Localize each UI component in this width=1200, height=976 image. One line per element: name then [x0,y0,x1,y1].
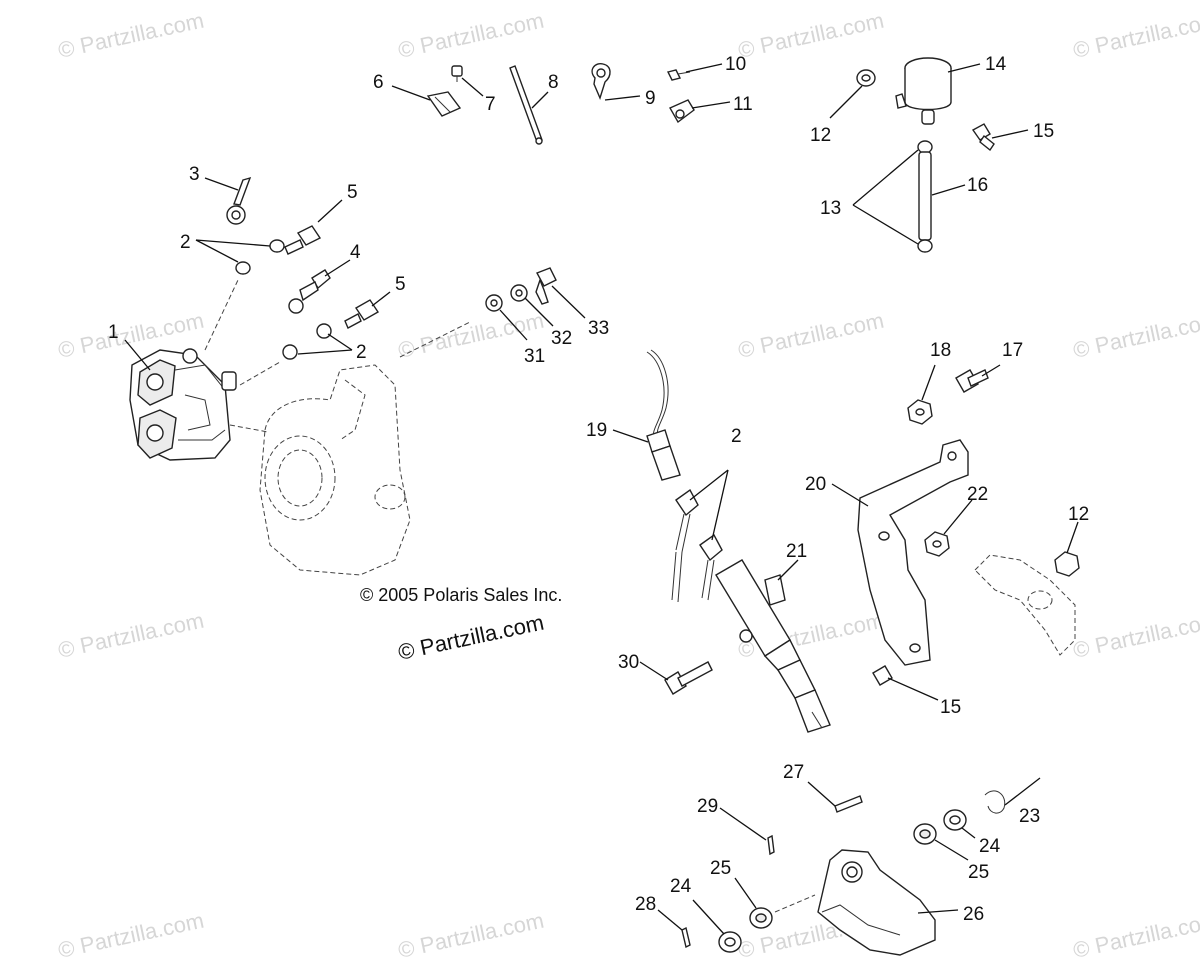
master-cylinder-21 [715,559,831,733]
callout-2: 2 [356,342,367,363]
bolt-5-top [284,225,322,255]
callout-17: 17 [1002,340,1023,361]
callout-30: 30 [618,652,639,673]
cotter-29 [767,834,775,856]
callout-15: 15 [1033,121,1054,142]
callout-5: 5 [395,274,406,295]
callout-28: 28 [635,894,656,915]
callout-25: 25 [710,858,731,879]
callout-12: 12 [810,125,831,146]
pedal-ghost-right [974,554,1076,656]
callout-3: 3 [189,164,200,185]
washers-2-mid [282,323,332,360]
callout-31: 31 [524,346,545,367]
callout-18: 18 [930,340,951,361]
watermark-text: © Partzilla.com [396,908,546,963]
nut-18 [907,399,933,425]
callout-7: 7 [485,94,496,115]
callout-19: 19 [586,420,607,441]
part-8-pin [509,65,543,145]
callout-10: 10 [725,54,746,75]
watermark-text: © Partzilla.com [736,8,886,63]
callout-29: 29 [697,796,718,817]
nut-12-top [856,69,876,87]
callout-2: 2 [180,232,191,253]
clip-23 [984,790,1006,814]
callout-23: 23 [1019,806,1040,827]
bushing-25-right [913,823,937,845]
callout-26: 26 [963,904,984,925]
callout-5: 5 [347,182,358,203]
bolt-15-bottom [872,665,893,686]
washer-24-right [943,809,967,831]
callout-6: 6 [373,72,384,93]
brake-pedal-26 [817,849,936,956]
callout-9: 9 [645,88,656,109]
bolt-17 [955,369,989,393]
callout-4: 4 [350,242,361,263]
nut-12-right [1054,551,1080,577]
callout-24: 24 [979,836,1001,857]
copyright-text: © 2005 Polaris Sales Inc. [360,585,562,605]
cotter-28 [681,926,691,949]
bushing-25-left [749,907,773,929]
callout-22: 22 [967,484,988,505]
callout-27: 27 [783,762,804,783]
watermark-text: © Partzilla.com [736,308,886,363]
reservoir-14 [895,57,952,125]
callout-33: 33 [588,318,609,339]
bracket-20 [857,439,969,666]
callout-32: 32 [551,328,572,349]
washers-31-32-bolt-33 [485,267,557,312]
callout-20: 20 [805,474,826,495]
nut-22 [924,531,950,557]
watermark-text: © Partzilla.com [1071,308,1200,363]
watermark-text: © Partzilla.com [396,8,546,63]
watermark-text: © Partzilla.com [1071,908,1200,963]
watermark-text: © Partzilla.com [1071,8,1200,63]
callout-15: 15 [940,697,961,718]
callout-2: 2 [731,426,742,447]
callout-21: 21 [786,541,807,562]
assembly-line [774,894,816,913]
banjo-bolt-3 [226,176,252,225]
bolt-30 [664,661,713,695]
pin-27 [834,795,863,813]
part-6 [426,91,462,117]
watermark-text: © Partzilla.com [56,608,206,663]
part-9-clip [591,63,611,101]
watermark-text: © Partzilla.com [56,8,206,63]
callout-8: 8 [548,72,559,93]
callout-25: 25 [968,862,989,883]
part-10 [666,69,691,81]
hose-19 [646,349,681,481]
watermark-text-bold: © Partzilla.com [396,610,546,665]
brake-caliper [129,348,237,461]
watermark-text: © Partzilla.com [56,908,206,963]
bolt-15-top [971,123,995,152]
hose-16-clamps-13 [917,140,933,253]
callout-16: 16 [967,175,988,196]
callout-numbers: 1 2 2 2 3 4 5 5 6 7 8 9 10 11 12 12 13 1… [108,54,1089,925]
callout-24: 24 [670,876,692,897]
bolt-5-mid [344,299,379,329]
watermark-text: © Partzilla.com [1071,608,1200,663]
part-11 [669,99,695,124]
callout-11: 11 [733,94,753,115]
callout-14: 14 [985,54,1007,75]
part-7 [451,65,463,82]
callout-13: 13 [820,198,841,219]
knuckle-ghost [204,279,471,576]
leader-lines [124,63,1079,935]
callout-1: 1 [108,322,119,343]
washer-24-left [718,931,742,953]
washer-2-top [235,239,285,275]
bleeder-4 [288,269,331,314]
hose-fittings-2 [671,488,723,603]
callout-12: 12 [1068,504,1089,525]
